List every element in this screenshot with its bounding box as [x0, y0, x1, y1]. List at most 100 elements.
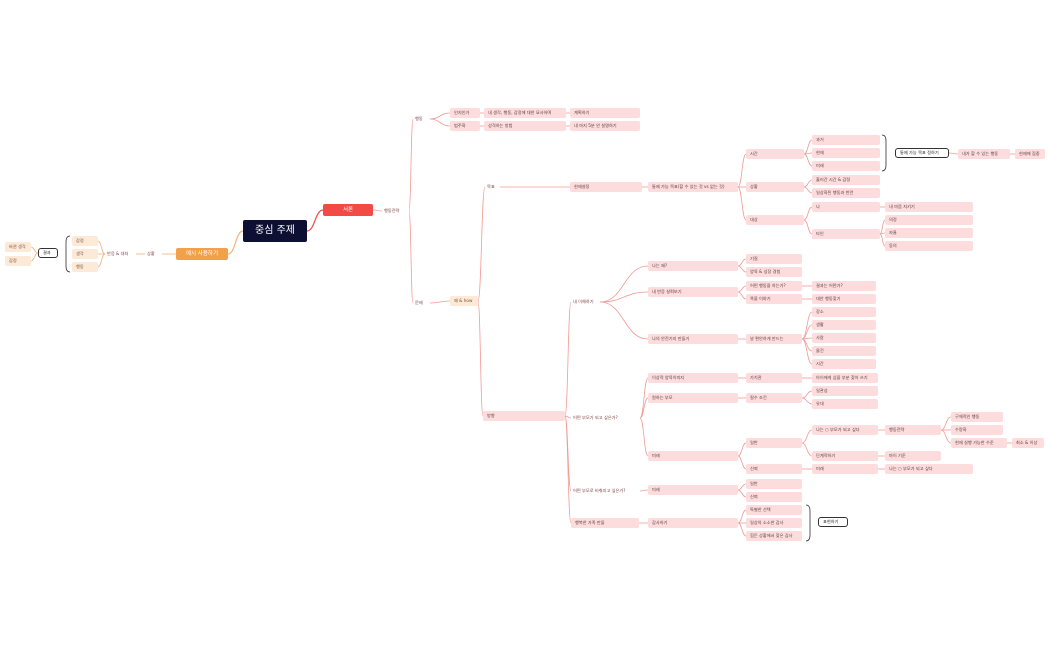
topic-what-result[interactable]: 결과는 어떤가? [812, 281, 876, 291]
topic-direction[interactable]: 방향 [483, 411, 565, 421]
topic-safe-base[interactable]: 나의 안전기지 만들기 [648, 334, 738, 344]
connector-line [737, 509, 747, 524]
topic-others[interactable]: 타인 [812, 229, 880, 239]
connector-line [801, 338, 813, 352]
topic-consistency[interactable]: 일관성 [812, 386, 878, 396]
topic-step-by-step[interactable]: 단계적하기 [812, 451, 878, 461]
topic-hard-time-gratitude[interactable]: 힘든 상황에서 찾은 감사 [746, 531, 802, 541]
topic-situation[interactable]: 상황 [746, 182, 804, 192]
topic-look-at-reaction[interactable]: 내 반응 살펴보기 [648, 287, 738, 297]
topic-desired-parent[interactable]: 원하는 부모 [648, 393, 738, 403]
connector-line [940, 416, 952, 431]
connector-line [801, 390, 813, 399]
topic-hour[interactable]: 시간 [812, 359, 876, 369]
topic-time-emotion[interactable]: 흘러간 시간 & 감정 [812, 175, 880, 185]
topic-place[interactable]: 장소 [812, 307, 876, 317]
topic-daily-gratitude[interactable]: 일상의 소소한 감사 [746, 518, 802, 528]
topic-decision[interactable]: 의정 [885, 215, 973, 225]
topic-why-how[interactable]: 왜 & how [450, 296, 478, 306]
topic-set-controllable-goal[interactable]: 통제 가능 목표 정하기 [895, 148, 949, 158]
topic-present[interactable]: 현재 [812, 148, 880, 158]
topic-actions-i-can-do[interactable]: 내가 할 수 있는 행동 [958, 149, 1010, 159]
topic-life[interactable]: 생활 [812, 320, 876, 330]
topic-upbringing[interactable]: 양육 & 성장 경험 [746, 267, 802, 277]
topic-categorize[interactable]: 범주화 [450, 121, 480, 131]
topic-quantify[interactable]: 수량화 [951, 425, 1003, 435]
topic-bond[interactable]: 유대 [812, 399, 878, 409]
topic-future-b[interactable]: 미래 [812, 464, 878, 474]
topic-my-standard[interactable]: 마이 기준 [885, 451, 941, 461]
topic-express[interactable]: 표현하기 [818, 517, 848, 527]
connector-line [429, 118, 451, 127]
main-topic-introduction[interactable]: 서론 [323, 204, 373, 216]
topic-goal[interactable]: 목표 [487, 184, 495, 189]
topic-feasible-level[interactable]: 현재 실행 가능한 수준 [951, 438, 1007, 448]
topic-person[interactable]: 사람 [812, 333, 876, 343]
topic-gratitude[interactable]: 감사하기 [648, 518, 738, 528]
topic-me[interactable]: 나 [812, 202, 880, 212]
topic-behavior[interactable]: 행동 [415, 116, 423, 121]
topic-reaction-coping[interactable]: 반응 & 대처 [107, 251, 129, 256]
summary-bracket [805, 504, 811, 542]
topic-values[interactable]: 가치관 [746, 373, 802, 383]
topic-action[interactable]: 행동 [72, 262, 98, 272]
topic-past[interactable]: 과거 [812, 135, 880, 145]
connector-line [737, 522, 747, 537]
topic-seen-as-parent[interactable]: 어떤 부모로 비춰지고 싶은가? [573, 488, 626, 493]
topic-time[interactable]: 시간 [746, 149, 804, 159]
topic-understand-me[interactable]: 내 이해하기 [573, 299, 594, 304]
topic-happy-family[interactable]: 행복한 가족 만들 [571, 518, 639, 528]
connector-line [737, 455, 747, 470]
topic-problem[interactable]: 문제 [415, 300, 423, 305]
topic-trust-b[interactable]: 신뢰 [746, 492, 802, 502]
topic-routine-behavior[interactable]: 일상화된 행동과 반란 [812, 188, 880, 198]
main-topic-use-example[interactable]: 예시 사용하기 [176, 248, 228, 260]
topic-emotion-b[interactable]: 감정 [5, 256, 31, 266]
topic-want-to-be-parent[interactable]: 나는 ○ 부모가 되고 싶다 [812, 425, 878, 435]
topic-plan[interactable]: 계획하기 [570, 108, 640, 118]
topic-want-to-be-parent-b[interactable]: 나는 ○ 부모가 되고 싶다 [885, 464, 973, 474]
topic-special-choice[interactable]: 특별한 선택 [746, 505, 802, 515]
topic-current-setting[interactable]: 현재설정 [570, 182, 642, 192]
root-topic[interactable]: 중심 주제 [243, 220, 307, 242]
topic-consent[interactable]: 동의 [885, 241, 973, 251]
topic-min-max[interactable]: 최소 & 이상 [1012, 438, 1044, 448]
topic-concrete-action[interactable]: 구체적인 행동 [951, 412, 1003, 422]
topic-trust[interactable]: 신뢰 [746, 464, 802, 474]
topic-thought[interactable]: 생각 [72, 249, 98, 259]
topic-future-a[interactable]: 미래 [648, 451, 738, 461]
topic-controllable-goal[interactable]: 통제 가능 목표(할 수 있는 것 vs 없는 것) [648, 182, 738, 192]
topic-example-situation[interactable]: 상황 [147, 251, 155, 256]
topic-find-write[interactable]: 아이에게 심을 부분 찾아 쓰기 [812, 373, 878, 383]
topic-general[interactable]: 일반 [746, 438, 802, 448]
connector-line [737, 153, 747, 188]
topic-explain-5min[interactable]: 내 마지 5분 안 설명하기 [570, 121, 640, 131]
topic-comforting[interactable]: 날 편안하게 만드는 [746, 334, 802, 344]
topic-focus-present[interactable]: 현재에 집중 [1015, 149, 1045, 159]
topic-what-parent[interactable]: 어떤 부모가 되고 싶은가? [573, 415, 618, 420]
topic-target[interactable]: 대상 [746, 215, 804, 225]
topic-temperament[interactable]: 기질 [746, 254, 802, 264]
topic-ideal-parenting-image[interactable]: 이상적 양육이미지 [648, 373, 738, 383]
topic-general-b[interactable]: 일반 [746, 479, 802, 489]
topic-method[interactable]: 성격하는 방법 [484, 121, 566, 131]
topic-result[interactable]: 결과 [38, 248, 58, 258]
topic-requirement[interactable]: 필수 조건 [746, 393, 802, 403]
topic-protect-my-mind[interactable]: 내 마음 지키기 [885, 202, 973, 212]
topic-describe-thoughts[interactable]: 내 생각, 행동, 감정에 대한 묘사하며 [484, 108, 566, 118]
topic-find-alternative[interactable]: 대안 행동찾기 [812, 294, 876, 304]
topic-changed-thought[interactable]: 바뀐 생각 [5, 242, 31, 252]
connector-line [97, 253, 106, 268]
topic-object[interactable]: 물건 [812, 346, 876, 356]
topic-autonomy[interactable]: 자율 [885, 228, 973, 238]
topic-why-me[interactable]: 나는 왜? [648, 261, 738, 271]
topic-future-c[interactable]: 미래 [648, 485, 738, 495]
topic-what-behavior[interactable]: 어떤 행동을 하는가? [746, 281, 802, 291]
topic-is-it-cognition[interactable]: 인지인가 [450, 108, 480, 118]
topic-future[interactable]: 미래 [812, 161, 880, 171]
topic-talk-desire[interactable]: 욕을 이야기 [746, 294, 802, 304]
topic-emotion[interactable]: 감정 [72, 236, 98, 246]
topic-strategy[interactable]: 행동전략 [885, 425, 941, 435]
topic-behavior-strategy[interactable]: 행동전략 [384, 208, 400, 213]
